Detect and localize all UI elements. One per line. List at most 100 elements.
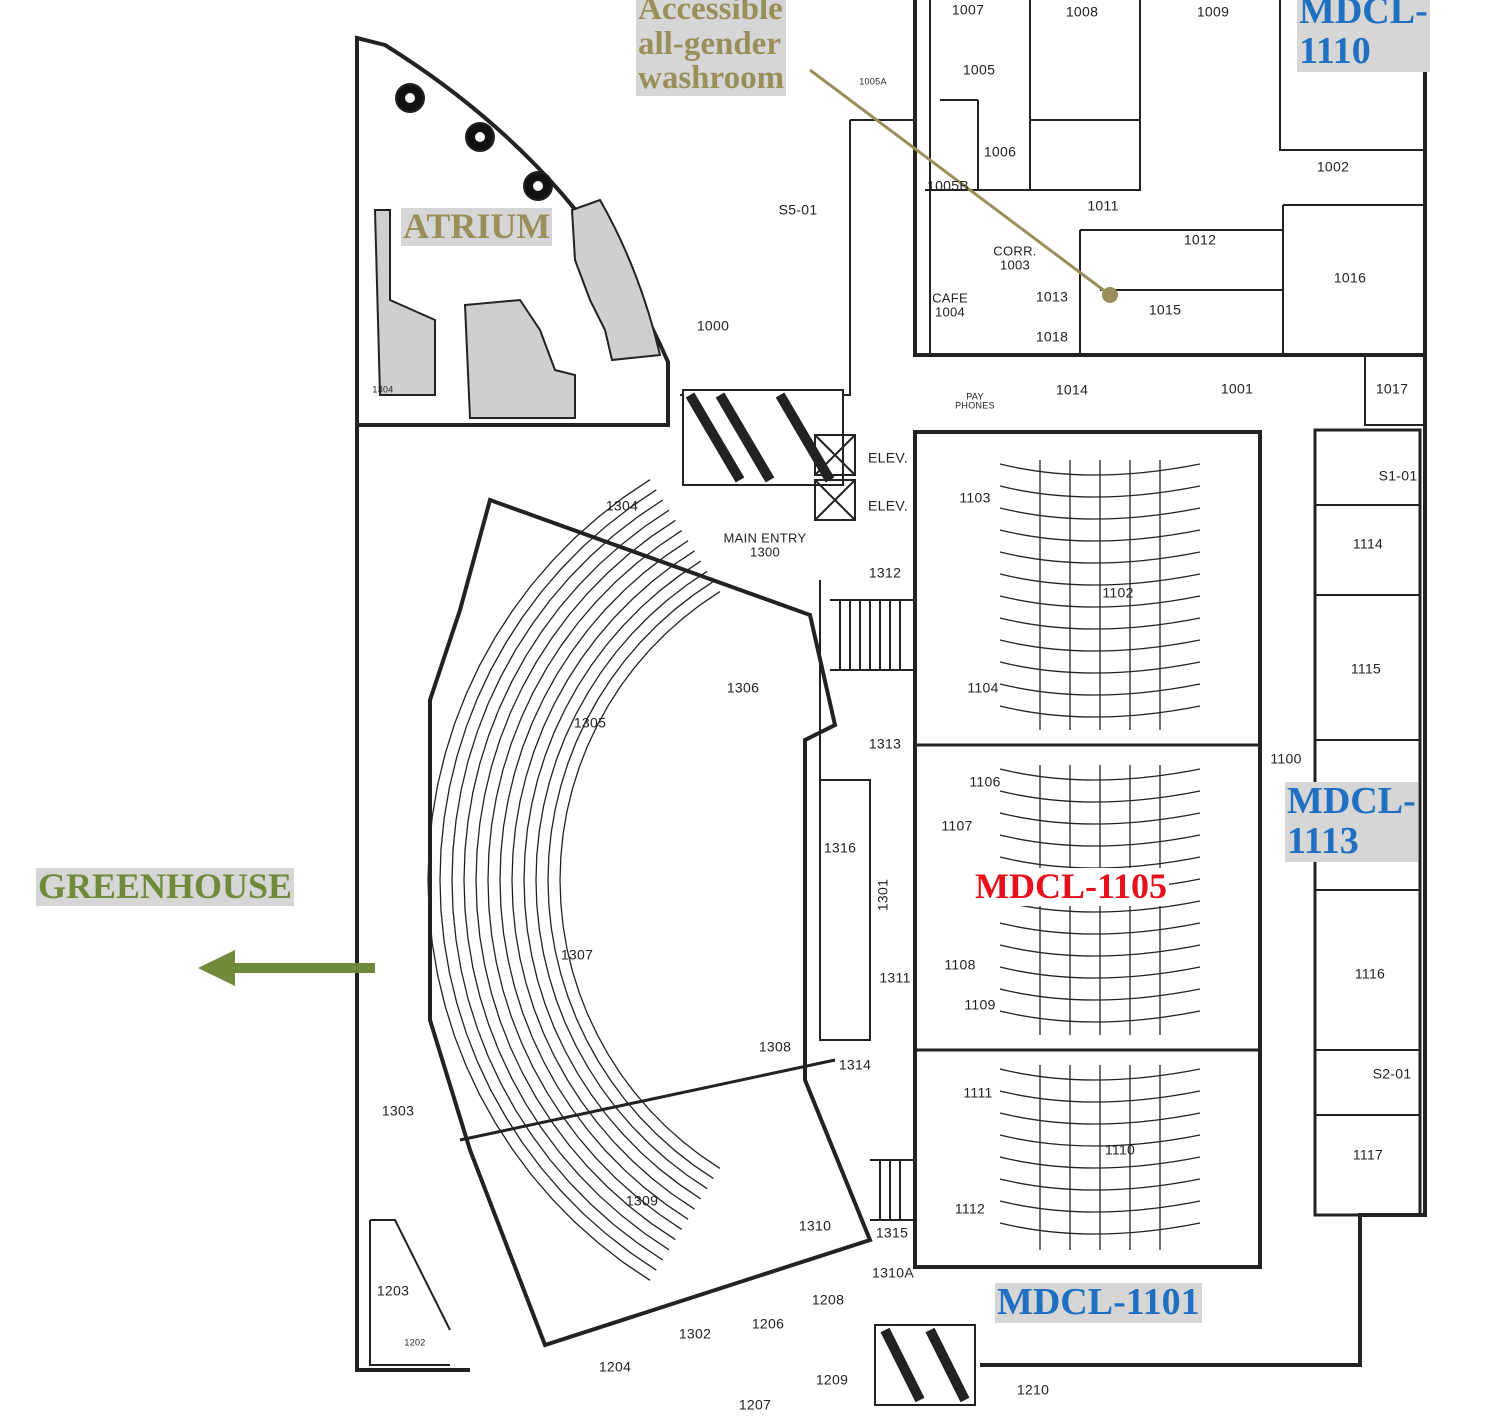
room-label: 1005B bbox=[927, 177, 969, 194]
room-label: 1310A bbox=[872, 1264, 914, 1281]
room-label: 1011 bbox=[1087, 197, 1119, 214]
room-label: 1116 bbox=[1354, 965, 1386, 982]
room-label: 1311 bbox=[879, 969, 911, 986]
seating-row bbox=[535, 570, 708, 1190]
seating-row bbox=[999, 790, 1201, 803]
seating-row bbox=[999, 966, 1201, 979]
room-label: 1302 bbox=[678, 1325, 712, 1342]
atrium-planter bbox=[463, 298, 576, 419]
room-label: 1112 bbox=[954, 1200, 986, 1217]
room-label: 1115 bbox=[1350, 660, 1382, 677]
room-label: 1108 bbox=[944, 956, 976, 973]
seating-row bbox=[999, 463, 1201, 476]
room-label: 1009 bbox=[1196, 3, 1230, 20]
room-label: 1104 bbox=[967, 679, 999, 696]
room-label: 1100 bbox=[1270, 750, 1302, 767]
seating-row bbox=[439, 489, 657, 1271]
auditorium-outline bbox=[428, 497, 873, 1348]
room-label: 1301 bbox=[874, 878, 891, 912]
washroom-marker-icon bbox=[1102, 287, 1118, 303]
seating-row bbox=[999, 922, 1201, 935]
room-label: 1008 bbox=[1065, 3, 1099, 20]
elevator-icon bbox=[814, 434, 856, 476]
room-label: 1303 bbox=[381, 1102, 415, 1119]
seating-row bbox=[999, 1200, 1201, 1213]
room-label: 1017 bbox=[1375, 380, 1409, 397]
seating-row bbox=[999, 573, 1201, 586]
mdcl-1113-line: 1113 bbox=[1287, 819, 1359, 862]
entrance-mat bbox=[874, 1324, 976, 1406]
seating-row bbox=[559, 591, 721, 1169]
seating-row bbox=[999, 1222, 1201, 1235]
seating-row bbox=[475, 519, 676, 1241]
room-label: 1000 bbox=[696, 317, 730, 334]
room-label: 1006 bbox=[983, 143, 1017, 160]
room-label: 1109 bbox=[964, 996, 996, 1013]
seating-row bbox=[487, 530, 683, 1230]
seating-row bbox=[999, 944, 1201, 957]
room-label: 1202 bbox=[404, 1337, 426, 1348]
seating-row bbox=[999, 661, 1201, 674]
seating-row bbox=[999, 768, 1201, 781]
room-label: 1203 bbox=[376, 1282, 410, 1299]
room-label: 1018 bbox=[1035, 328, 1069, 345]
room-label: 1110 bbox=[1104, 1141, 1136, 1158]
room-label: 1012 bbox=[1183, 231, 1217, 248]
room-label: 1313 bbox=[868, 735, 902, 752]
room-label: ELEV. bbox=[868, 449, 908, 466]
seating-row bbox=[999, 639, 1201, 652]
room-label: ELEV. bbox=[868, 497, 908, 514]
seating-row bbox=[999, 551, 1201, 564]
room-label: 1111 bbox=[963, 1084, 993, 1101]
seating-row bbox=[999, 1010, 1201, 1023]
room-label: MAIN ENTRY 1300 bbox=[723, 530, 807, 559]
room-label: 1304 bbox=[372, 384, 394, 395]
room-label: 1014 bbox=[1055, 381, 1089, 398]
room-label: 1209 bbox=[815, 1371, 849, 1388]
room-label: 1304 bbox=[605, 497, 639, 514]
mdcl-1105-label: MDCL-1105 bbox=[973, 866, 1169, 906]
mdcl-1110-line: MDCL- bbox=[1299, 0, 1428, 32]
mdcl-1101-label: MDCL-1101 bbox=[995, 1281, 1202, 1323]
washroom-callout-line: all-gender bbox=[638, 25, 781, 62]
washroom-callout-line: Accessible bbox=[638, 0, 783, 27]
room-label: 1106 bbox=[969, 773, 1001, 790]
room-label: 1013 bbox=[1035, 288, 1069, 305]
room-label: S1-01 bbox=[1378, 467, 1418, 484]
room-label: 1016 bbox=[1333, 269, 1367, 286]
room-label: 1001 bbox=[1220, 380, 1254, 397]
room-label: 1005A bbox=[859, 76, 887, 87]
atrium-label: ATRIUM bbox=[401, 206, 553, 246]
room-label: 1306 bbox=[726, 679, 760, 696]
seating-row bbox=[427, 479, 651, 1281]
seating-row bbox=[499, 540, 689, 1220]
seating-row bbox=[511, 550, 695, 1210]
room-label: 1204 bbox=[598, 1358, 632, 1375]
seating-row bbox=[463, 509, 670, 1251]
seating-row bbox=[999, 834, 1201, 847]
room-label: S2-01 bbox=[1372, 1065, 1412, 1082]
room-label: 1307 bbox=[560, 946, 594, 963]
mdcl-1110-line: 1110 bbox=[1299, 29, 1371, 72]
room-label: CORR. 1003 bbox=[993, 243, 1037, 272]
stair bbox=[830, 599, 916, 671]
room-label: 1114 bbox=[1352, 535, 1384, 552]
seating-row bbox=[999, 507, 1201, 520]
seating-row bbox=[999, 595, 1201, 608]
outer-wall bbox=[355, 425, 470, 1372]
seating-row bbox=[999, 1156, 1201, 1169]
room-label: 1312 bbox=[868, 564, 902, 581]
room-label: 1309 bbox=[625, 1192, 659, 1209]
room-label: 1315 bbox=[875, 1224, 909, 1241]
room-label: 1210 bbox=[1016, 1381, 1050, 1398]
room-label: 1310 bbox=[798, 1217, 832, 1234]
seating-row bbox=[999, 1178, 1201, 1191]
greenhouse-label: GREENHOUSE bbox=[36, 866, 295, 906]
room-label: 1208 bbox=[811, 1291, 845, 1308]
room-label: 1005 bbox=[962, 61, 996, 78]
room-label: 1206 bbox=[751, 1315, 785, 1332]
room-label: 1102 bbox=[1102, 584, 1134, 601]
lecture-hall-outline bbox=[913, 430, 1262, 1269]
mdcl-1113-line: MDCL- bbox=[1287, 780, 1416, 822]
